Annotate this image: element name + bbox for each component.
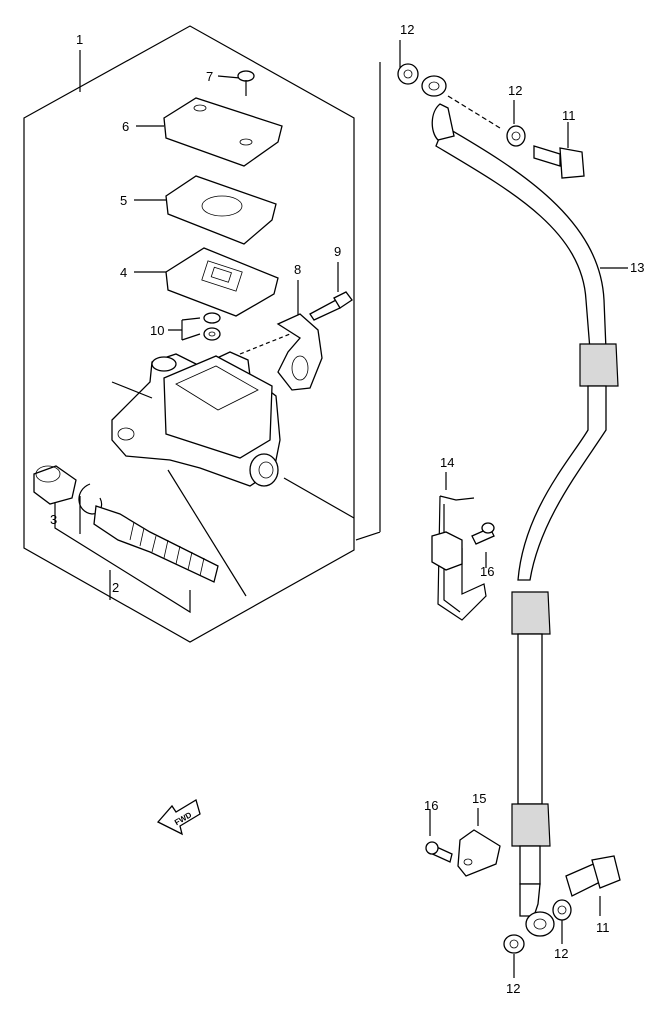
callout-2: 2: [112, 580, 119, 595]
callout-14: 14: [440, 455, 454, 470]
master-cylinder-body: [111, 333, 355, 597]
part-4-diaphragm: [165, 247, 279, 317]
part-5-diaphragm-plate: [165, 175, 277, 245]
part-2-piston-set: [93, 505, 219, 583]
callout-16-lower: 16: [424, 798, 438, 813]
callout-11-upper: 11: [562, 108, 576, 123]
part-6-cap: [163, 97, 283, 167]
callout-10: 10: [150, 323, 164, 338]
leader-lines: [54, 40, 628, 978]
part-3-boot: [33, 465, 77, 505]
callout-9: 9: [334, 244, 341, 259]
part-10-washers: [203, 312, 221, 341]
callout-12-d: 12: [506, 981, 520, 996]
callout-12-c: 12: [554, 946, 568, 961]
part-14-hose-guide: [431, 495, 487, 621]
callout-13: 13: [630, 260, 644, 275]
part-8-clamp: [276, 313, 323, 391]
part-11-banjo-bolts: [533, 145, 621, 897]
callout-16-upper: 16: [480, 564, 494, 579]
part-9-bolt: [309, 291, 353, 321]
fwd-arrow-icon: FWD: [156, 799, 201, 836]
part-12-washers: [397, 63, 572, 954]
callout-15: 15: [472, 791, 486, 806]
callout-6: 6: [122, 119, 129, 134]
assembly-outline: [23, 25, 355, 643]
part-7-screw: [237, 70, 255, 96]
callout-12-a: 12: [400, 22, 414, 37]
callout-8: 8: [294, 262, 301, 277]
callout-7: 7: [206, 69, 213, 84]
part-circlip: [78, 483, 103, 515]
part-15-bracket: [457, 829, 501, 877]
callout-labels: 1 2 3 4 5 6 7 8 9 10 11 11 12 12 12 12 1…: [50, 22, 644, 996]
callout-12-b: 12: [508, 83, 522, 98]
part-16-bolts: [425, 522, 495, 863]
part-13-brake-hose: [421, 75, 619, 937]
callout-3: 3: [50, 512, 57, 527]
callout-1: 1: [76, 32, 83, 47]
callout-5: 5: [120, 193, 127, 208]
callout-4: 4: [120, 265, 127, 280]
callout-11-lower: 11: [596, 920, 610, 935]
